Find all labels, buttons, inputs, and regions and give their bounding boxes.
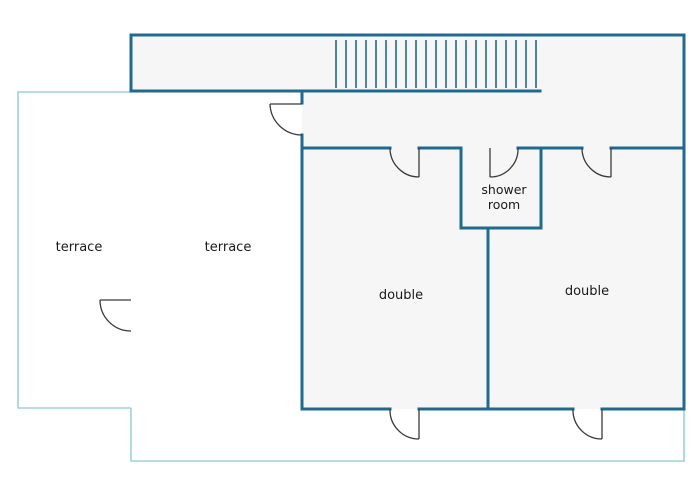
doors bbox=[99, 103, 612, 440]
room-label-shower-room: room bbox=[488, 197, 520, 212]
room-label-double-right: double bbox=[565, 284, 609, 299]
outer-terrace-outline bbox=[17, 91, 131, 409]
double-left-fill bbox=[302, 148, 488, 409]
room-label-terrace-outer: terrace bbox=[56, 240, 103, 255]
wall-top bbox=[129, 33, 686, 150]
room-label-shower: shower bbox=[481, 182, 527, 197]
inner-terrace-outline bbox=[130, 408, 685, 462]
walls bbox=[129, 33, 686, 411]
door-swing-icon[interactable] bbox=[389, 147, 420, 178]
door-swing-icon[interactable] bbox=[389, 408, 420, 440]
door-swing-icon[interactable] bbox=[269, 103, 303, 136]
upper-corridor-fill bbox=[131, 35, 684, 92]
door-swing-icon[interactable] bbox=[489, 147, 519, 178]
terrace-outlines bbox=[17, 91, 685, 462]
door-swing-icon[interactable] bbox=[581, 147, 612, 178]
door-swing-icon[interactable] bbox=[99, 299, 132, 332]
wall-shower-room bbox=[459, 146, 543, 230]
landing-fill bbox=[302, 92, 684, 148]
room-label-double-left: double bbox=[379, 288, 423, 303]
staircase-icon bbox=[335, 40, 537, 88]
door-swing-icon[interactable] bbox=[572, 408, 603, 440]
room-label-terrace-inner: terrace bbox=[205, 240, 252, 255]
shower-room-fill bbox=[461, 148, 541, 228]
